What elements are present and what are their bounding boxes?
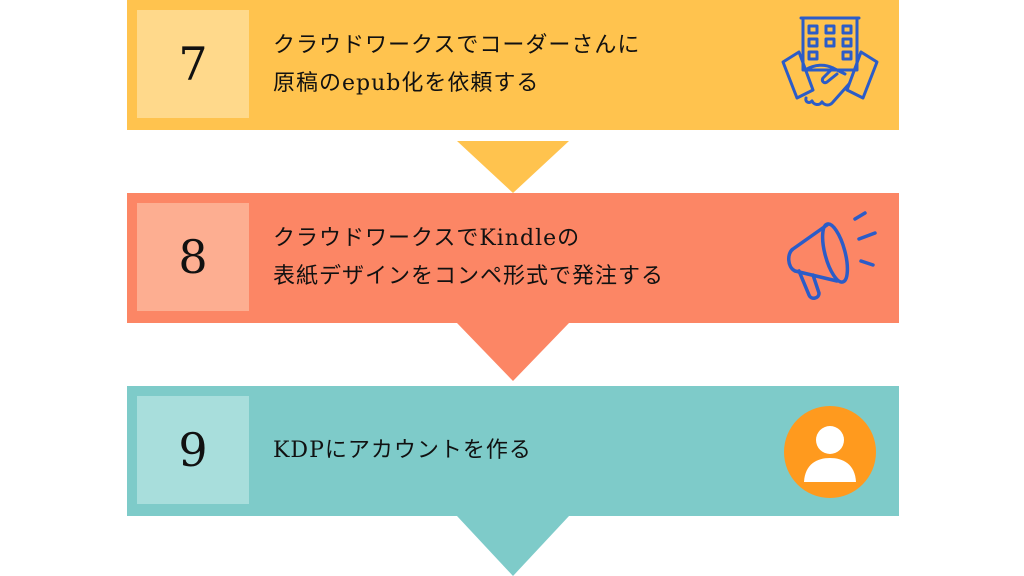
down-arrow-icon (457, 516, 569, 576)
step-text-line-1: クラウドワークスでKindleの (273, 226, 581, 251)
building-handshake-icon (781, 16, 879, 107)
step-7: 7 クラウドワークスでコーダーさんに 原稿のepub化を依頼する (127, 0, 899, 130)
step-text: クラウドワークスでKindleの 表紙デザインをコンペ形式で発注する (273, 193, 753, 323)
down-arrow-icon (457, 141, 569, 193)
user-icon (784, 406, 876, 498)
step-9: 9 KDPにアカウントを作る (127, 386, 899, 516)
step-text-line-1: クラウドワークスでコーダーさんに (273, 33, 641, 58)
step-text-line-2: 原稿のepub化を依頼する (273, 71, 540, 96)
step-number: 8 (137, 203, 249, 311)
step-number: 7 (137, 10, 249, 118)
step-8: 8 クラウドワークスでKindleの 表紙デザインをコンペ形式で発注する (127, 193, 899, 323)
down-arrow-icon (457, 323, 569, 381)
step-number: 9 (137, 396, 249, 504)
megaphone-icon (787, 211, 877, 300)
step-text: KDPにアカウントを作る (273, 386, 753, 516)
step-text-line-1: KDPにアカウントを作る (273, 438, 532, 463)
step-text-line-2: 表紙デザインをコンペ形式で発注する (273, 264, 665, 289)
step-text: クラウドワークスでコーダーさんに 原稿のepub化を依頼する (273, 0, 753, 130)
